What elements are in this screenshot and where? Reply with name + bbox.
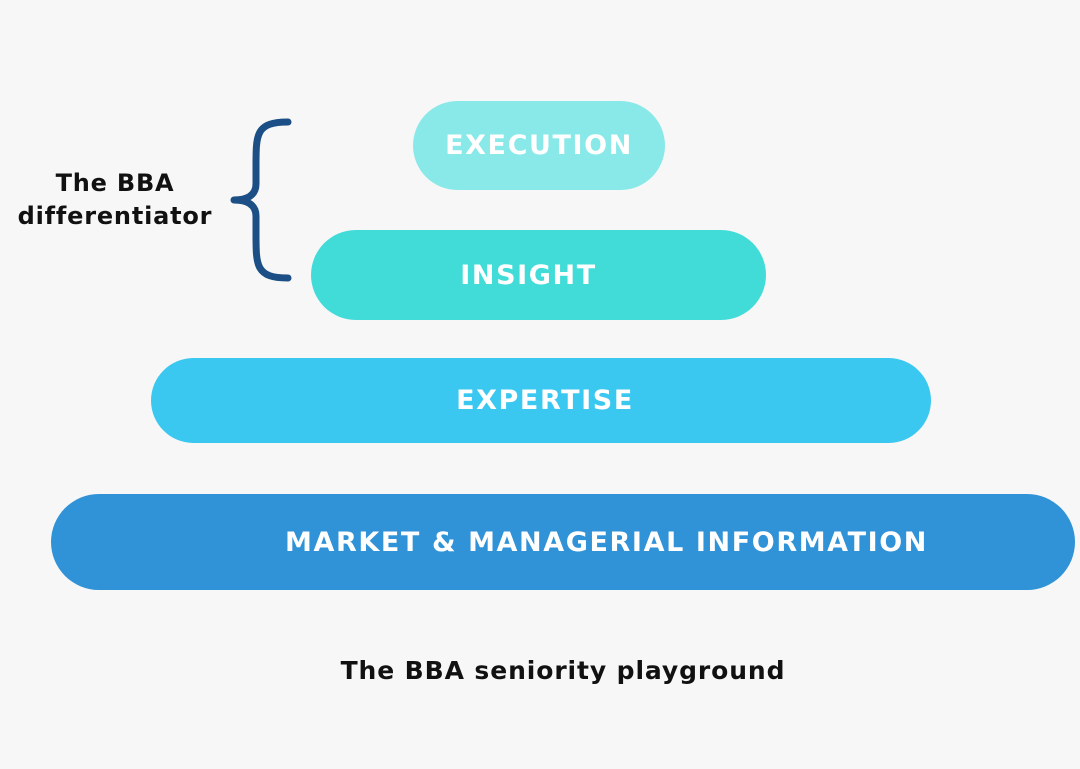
tier-expertise: EXPERTISE xyxy=(151,358,931,443)
differentiator-label-line-1: The BBA xyxy=(55,169,175,197)
tier-insight: INSIGHT xyxy=(311,230,766,320)
tier-insight-label: INSIGHT xyxy=(460,259,597,291)
tier-execution: EXECUTION xyxy=(413,101,665,190)
tier-execution-label: EXECUTION xyxy=(445,130,633,161)
differentiator-label: The BBA differentiator xyxy=(10,167,220,233)
tier-market-label: MARKET & MANAGERIAL INFORMATION xyxy=(285,526,928,558)
tier-market-managerial-information: MARKET & MANAGERIAL INFORMATION xyxy=(51,494,1075,590)
differentiator-label-line-2: differentiator xyxy=(17,202,213,230)
curly-brace-icon xyxy=(230,118,292,282)
diagram-caption: The BBA seniority playground xyxy=(340,656,786,685)
tier-expertise-label: EXPERTISE xyxy=(456,385,634,416)
